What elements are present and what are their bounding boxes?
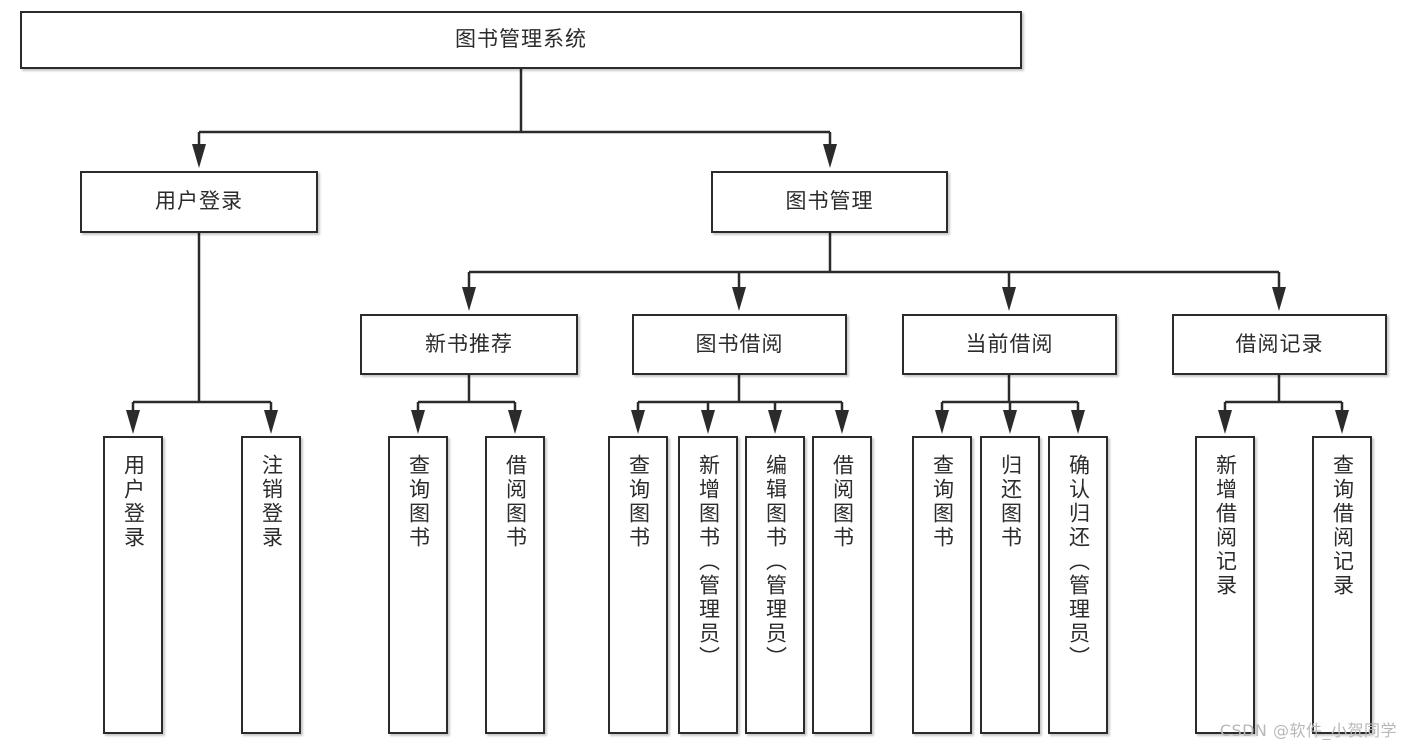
node-label: 当前借阅 (965, 331, 1054, 356)
node-borrow-record[interactable]: 借阅记录 (1172, 314, 1387, 375)
arrowhead-icon (1335, 410, 1349, 434)
arrowhead-icon (835, 410, 849, 434)
arrowhead-icon (768, 410, 782, 434)
node-label: 归还图书 (998, 454, 1023, 550)
arrowhead-icon (1272, 287, 1286, 311)
node-leaf-borrow-book-1[interactable]: 借阅图书 (485, 436, 545, 734)
node-leaf-add-book[interactable]: 新增图书（管理员） (678, 436, 738, 734)
node-leaf-user-login[interactable]: 用户登录 (103, 436, 163, 734)
node-leaf-borrow-book-2[interactable]: 借阅图书 (812, 436, 872, 734)
node-label: 查询图书 (626, 454, 651, 550)
arrowhead-icon (701, 410, 715, 434)
node-leaf-query-book-2[interactable]: 查询图书 (608, 436, 668, 734)
node-new-book-recommend[interactable]: 新书推荐 (360, 314, 578, 375)
node-current-borrow[interactable]: 当前借阅 (902, 314, 1117, 375)
arrow-heads (126, 144, 1349, 434)
arrowhead-icon (126, 410, 140, 434)
node-label: 新书推荐 (425, 331, 513, 356)
node-user-login[interactable]: 用户登录 (80, 171, 318, 233)
arrowhead-icon (823, 144, 837, 168)
node-leaf-query-record[interactable]: 查询借阅记录 (1312, 436, 1372, 734)
node-label: 图书借阅 (695, 331, 784, 356)
node-book-manage[interactable]: 图书管理 (711, 171, 948, 233)
arrowhead-icon (462, 287, 476, 311)
node-label: 编辑图书（管理员） (763, 454, 788, 670)
node-label: 用户登录 (121, 454, 146, 550)
node-leaf-query-book-1[interactable]: 查询图书 (388, 436, 448, 734)
node-label: 图书管理系统 (455, 27, 587, 52)
node-label: 注销登录 (259, 454, 284, 550)
arrowhead-icon (732, 287, 746, 311)
arrowhead-icon (935, 410, 949, 434)
node-label: 查询借阅记录 (1330, 454, 1355, 598)
arrowhead-icon (192, 144, 206, 168)
node-label: 借阅图书 (503, 454, 528, 550)
node-leaf-add-record[interactable]: 新增借阅记录 (1195, 436, 1255, 734)
node-label: 借阅图书 (830, 454, 855, 550)
arrowhead-icon (1002, 287, 1016, 311)
arrowhead-icon (1218, 410, 1232, 434)
node-leaf-user-logout[interactable]: 注销登录 (241, 436, 301, 734)
node-label: 借阅记录 (1235, 331, 1324, 356)
arrowhead-icon (411, 410, 425, 434)
node-label: 查询图书 (930, 454, 955, 550)
arrowhead-icon (508, 410, 522, 434)
arrowhead-icon (264, 410, 278, 434)
node-label: 用户登录 (155, 189, 243, 214)
arrowhead-icon (1003, 410, 1017, 434)
node-root[interactable]: 图书管理系统 (20, 11, 1022, 69)
node-book-borrow[interactable]: 图书借阅 (632, 314, 847, 375)
node-label: 确认归还（管理员） (1066, 454, 1091, 670)
csdn-watermark: CSDN @软件_小贺同学 (1219, 721, 1397, 740)
arrowhead-icon (631, 410, 645, 434)
node-leaf-return-book[interactable]: 归还图书 (980, 436, 1040, 734)
node-label: 查询图书 (406, 454, 431, 550)
node-label: 新增借阅记录 (1213, 454, 1238, 598)
node-label: 图书管理 (785, 189, 874, 214)
node-leaf-edit-book[interactable]: 编辑图书（管理员） (745, 436, 805, 734)
node-leaf-query-book-3[interactable]: 查询图书 (912, 436, 972, 734)
node-label: 新增图书（管理员） (696, 454, 721, 670)
arrowhead-icon (1071, 410, 1085, 434)
node-leaf-confirm-return[interactable]: 确认归还（管理员） (1048, 436, 1108, 734)
